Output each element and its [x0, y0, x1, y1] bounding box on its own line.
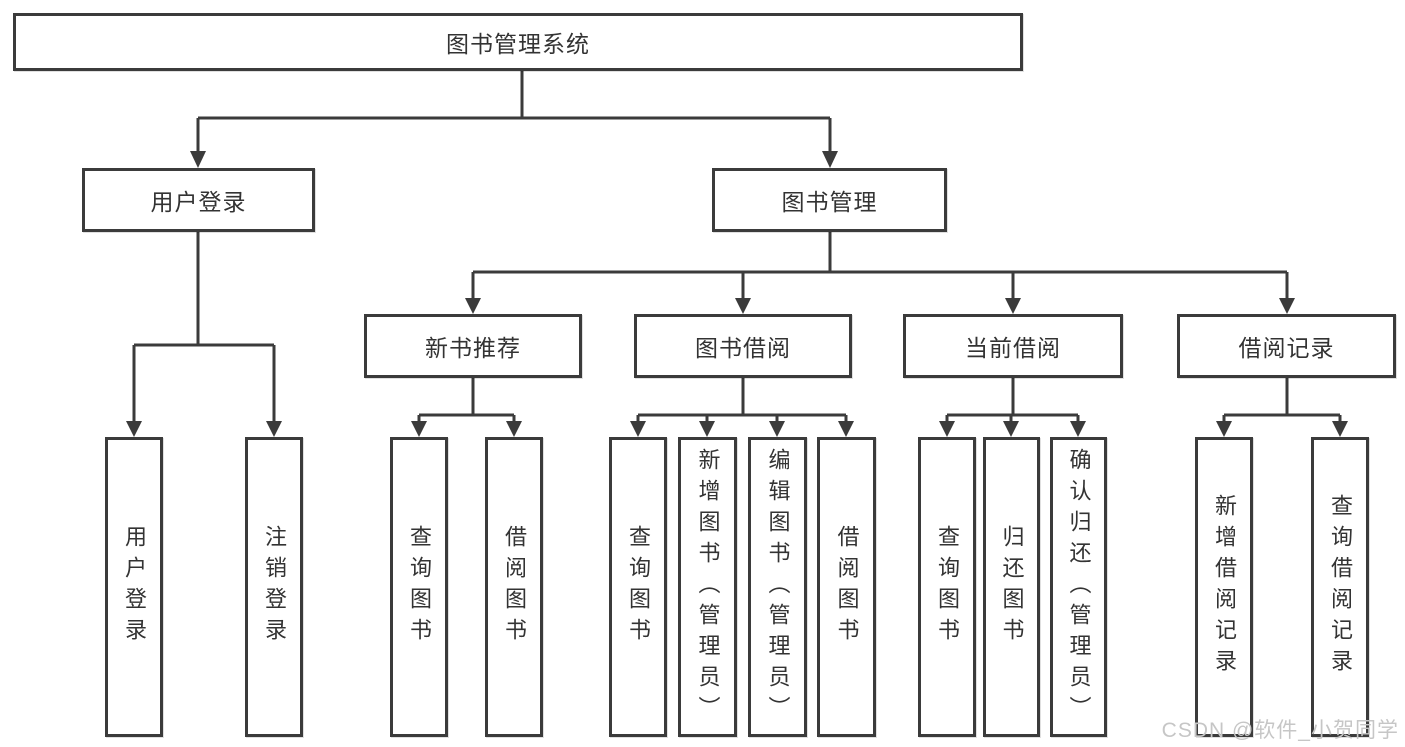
- connector-records-children: [1216, 378, 1348, 437]
- connector-book-mgmt-to-level3: [465, 232, 1295, 314]
- leaf-borrowing-borrow: 借阅图书: [817, 437, 876, 737]
- leaf-borrowing-add-admin: 新增图书（管理员）: [678, 437, 737, 737]
- node-book-mgmt: 图书管理: [712, 168, 947, 232]
- leaf-borrowing-edit-admin: 编辑图书（管理员）: [748, 437, 807, 737]
- node-current-borrow: 当前借阅: [903, 314, 1123, 378]
- leaf-logout: 注销登录: [245, 437, 303, 737]
- node-borrow-records: 借阅记录: [1177, 314, 1396, 378]
- node-root: 图书管理系统: [13, 13, 1023, 71]
- leaf-records-add: 新增借阅记录: [1195, 437, 1253, 737]
- node-borrowing: 图书借阅: [634, 314, 852, 378]
- leaf-current-return: 归还图书: [983, 437, 1040, 737]
- leaf-records-query: 查询借阅记录: [1311, 437, 1369, 737]
- node-user-login: 用户登录: [82, 168, 315, 232]
- csdn-watermark: CSDN @软件_小贺同学: [1161, 719, 1399, 742]
- connector-new-books-children: [411, 378, 522, 437]
- connector-user-login-children: [126, 232, 282, 437]
- leaf-newbooks-query: 查询图书: [390, 437, 448, 737]
- leaf-user-login: 用户登录: [105, 437, 163, 737]
- connector-root-to-level2: [190, 71, 838, 168]
- connector-borrowing-children: [630, 378, 854, 437]
- leaf-current-confirm-admin: 确认归还（管理员）: [1050, 437, 1107, 737]
- leaf-borrowing-query: 查询图书: [609, 437, 667, 737]
- leaf-current-query: 查询图书: [918, 437, 976, 737]
- node-new-books: 新书推荐: [364, 314, 582, 378]
- connector-current-children: [939, 378, 1086, 437]
- leaf-newbooks-borrow: 借阅图书: [485, 437, 543, 737]
